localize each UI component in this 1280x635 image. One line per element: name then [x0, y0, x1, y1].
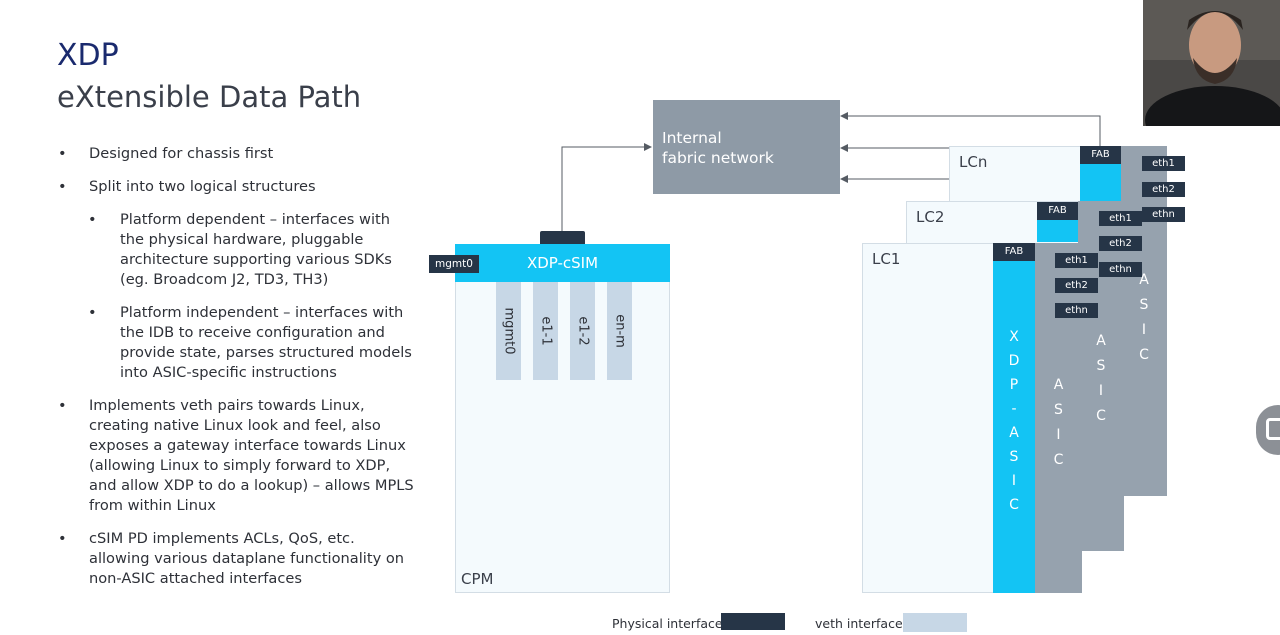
xdp-asic-char: S	[1009, 449, 1019, 465]
lcn-eth1: eth1	[1142, 156, 1185, 171]
sub-bullet-item: Platform dependent – interfaces with the…	[88, 210, 418, 290]
lcn-asic: A S I C	[1121, 146, 1167, 496]
fabric-label-line2: fabric network	[662, 149, 774, 167]
cpm-fabric-port	[540, 231, 585, 245]
lc2-eth1: eth1	[1099, 211, 1142, 226]
xdp-asic-char: I	[1011, 473, 1017, 489]
xdp-asic-char: A	[1009, 425, 1019, 441]
asic-char: A	[1096, 333, 1106, 349]
arrow-lcn-fabric	[840, 112, 1104, 153]
veth-e1-1: e1-1	[533, 282, 558, 380]
lcn-fab-port: FAB	[1080, 146, 1121, 164]
xdp-asic-char: P	[1009, 377, 1019, 393]
bullet-item: Split into two logical structures	[58, 177, 418, 197]
lc1-ethn: ethn	[1055, 303, 1098, 318]
xdp-asic-char: -	[1011, 401, 1017, 417]
lc2-fab-port: FAB	[1037, 202, 1078, 220]
legend-veth-label: veth interface	[815, 616, 903, 631]
sub-bullet-item: Platform independent – interfaces with t…	[88, 303, 418, 383]
legend-veth-swatch	[903, 613, 967, 632]
asic-char: I	[1141, 322, 1147, 338]
veth-e1-2: e1-2	[570, 282, 595, 380]
lc1-eth2: eth2	[1055, 278, 1098, 293]
bullet-list: Designed for chassis first Split into tw…	[58, 144, 418, 602]
mgmt0-physical-port: mgmt0	[429, 255, 479, 273]
lc2-ethn: ethn	[1099, 262, 1142, 277]
fabric-label-line1: Internal	[662, 129, 722, 147]
arrow-cpm-fabric	[558, 143, 652, 239]
asic-char: S	[1139, 297, 1149, 313]
bullet-item: cSIM PD implements ACLs, QoS, etc. allow…	[58, 529, 418, 589]
veth-label: mgmt0	[501, 307, 516, 355]
asic-char: I	[1056, 427, 1061, 443]
lc1-eth1: eth1	[1055, 253, 1098, 268]
xdp-asic-char: D	[1008, 353, 1020, 369]
lc2-eth2: eth2	[1099, 236, 1142, 251]
lcn-xdp-strip	[1080, 164, 1121, 202]
webcam-overlay	[1143, 0, 1280, 126]
internal-fabric-network: Internal fabric network	[653, 100, 840, 194]
asic-char: I	[1098, 383, 1104, 399]
lc1-xdp-asic: X D P - A S I C	[993, 261, 1035, 593]
linecard-label: LC1	[872, 250, 901, 268]
xdp-asic-char: X	[1009, 329, 1019, 345]
veth-en-m: en-m	[607, 282, 632, 380]
lc1-asic: A S I C	[1035, 243, 1082, 593]
asic-char: S	[1096, 358, 1106, 374]
linecard-label: LC2	[916, 208, 945, 226]
lc2-xdp-strip	[1037, 220, 1078, 242]
asic-char: C	[1096, 408, 1106, 424]
lcn-ethn: ethn	[1142, 207, 1185, 222]
xdp-asic-char: C	[1009, 497, 1019, 513]
asic-char: C	[1139, 347, 1149, 363]
asic-char: A	[1139, 272, 1149, 288]
legend-physical-label: Physical interface	[612, 616, 723, 631]
veth-label: e1-1	[538, 316, 553, 346]
bullet-item: Implements veth pairs towards Linux, cre…	[58, 396, 418, 516]
asic-char: S	[1054, 402, 1063, 418]
page-title: XDP	[57, 38, 119, 73]
asic-char: C	[1053, 452, 1064, 468]
asic-char: A	[1053, 377, 1064, 393]
veth-label: e1-2	[575, 316, 590, 346]
veth-mgmt0: mgmt0	[496, 282, 521, 380]
widget-icon	[1266, 418, 1280, 440]
veth-label: en-m	[612, 314, 627, 348]
floating-widget-button[interactable]	[1256, 405, 1280, 455]
presenter-video-icon	[1143, 0, 1280, 126]
bullet-item: Designed for chassis first	[58, 144, 418, 164]
xdp-csim-bar: XDP-cSIM	[455, 244, 670, 282]
page-subtitle: eXtensible Data Path	[57, 80, 362, 114]
cpm-label: CPM	[461, 570, 494, 588]
legend-physical-swatch	[721, 613, 785, 630]
lcn-eth2: eth2	[1142, 182, 1185, 197]
cpm-card: CPM	[455, 244, 670, 593]
linecard-label: LCn	[959, 153, 988, 171]
lc1-fab-port: FAB	[993, 243, 1035, 261]
